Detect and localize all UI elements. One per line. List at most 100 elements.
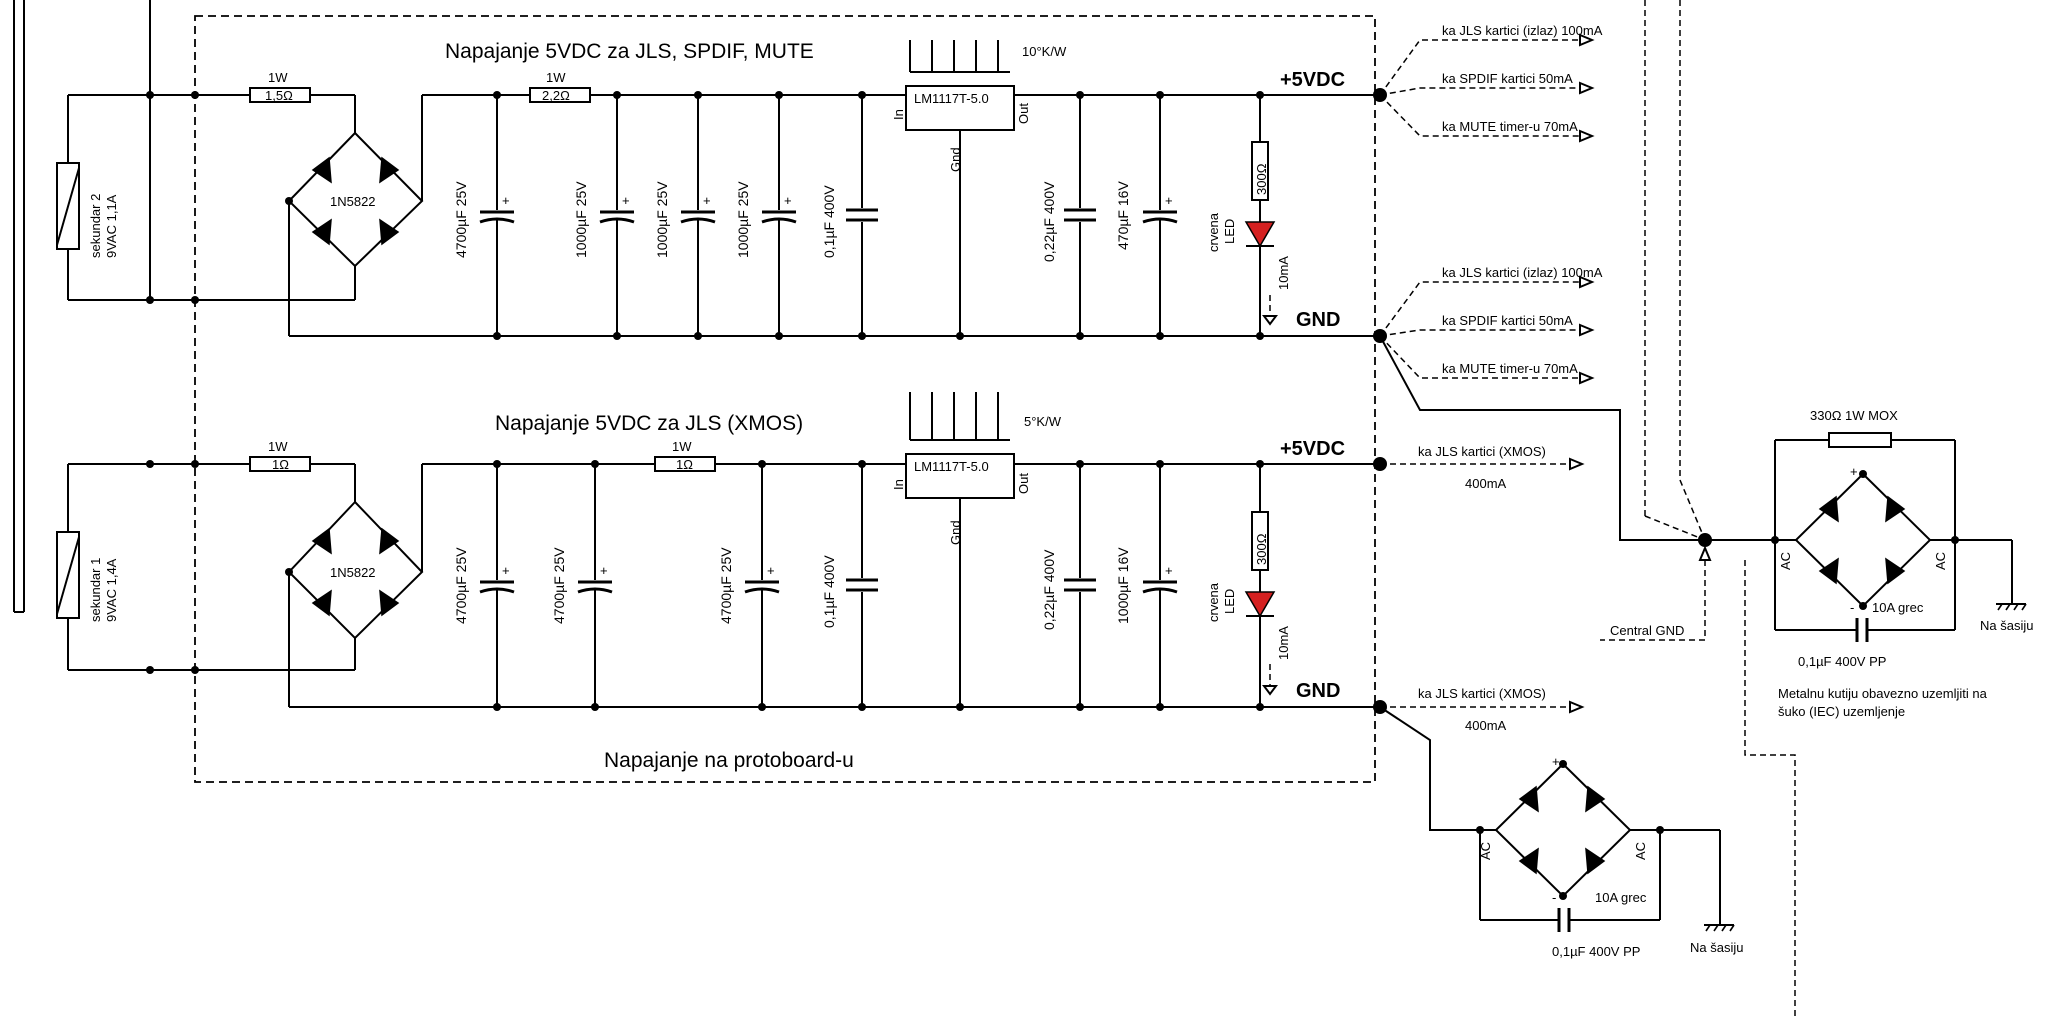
svg-text:0,1µF 400V: 0,1µF 400V <box>821 555 837 628</box>
caps-input-2: + 4700µF 25V + 4700µF 25V + 4700µF 25V 0… <box>453 464 878 707</box>
svg-text:1000µF 25V: 1000µF 25V <box>573 181 589 258</box>
svg-text:In: In <box>891 479 906 490</box>
loads-plus-1: ka JLS kartici (izlaz) 100mA ka SPDIF ka… <box>1379 23 1603 143</box>
svg-text:ka JLS kartici (XMOS): ka JLS kartici (XMOS) <box>1418 686 1546 701</box>
power-block-1: Napajanje 5VDC za JLS, SPDIF, MUTE sekun… <box>56 40 1380 337</box>
svg-text:sekundar 2: sekundar 2 <box>88 194 103 258</box>
svg-text:1000µF 16V: 1000µF 16V <box>1115 547 1131 624</box>
svg-text:+: + <box>600 563 608 578</box>
resistor-in-2-power: 1W <box>268 439 288 454</box>
caps-output-1: 0,22µF 400V + 470µF 16V <box>1041 95 1178 336</box>
svg-text:AC: AC <box>1633 842 1648 860</box>
svg-text:9VAC 1,4A: 9VAC 1,4A <box>104 558 119 622</box>
svg-text:4700µF 25V: 4700µF 25V <box>453 181 469 258</box>
svg-text:0,1µF 400V: 0,1µF 400V <box>821 185 837 258</box>
secondary-2-label: sekundar 2 9VAC 1,1A <box>88 194 119 258</box>
svg-text:0,22µF 400V: 0,22µF 400V <box>1041 549 1057 630</box>
resistor-in-2-value: 1Ω <box>272 457 289 472</box>
regulator-1: LM1117T-5.0 In Out Gnd 10°K/W <box>891 40 1067 172</box>
svg-text:10A grec: 10A grec <box>1872 600 1924 615</box>
svg-text:crvena: crvena <box>1206 212 1221 252</box>
ground-bridge-xmos: + - AC AC 10A grec 0,1µF 400V PP Na šasi… <box>1379 706 1743 959</box>
svg-text:LM1117T-5.0: LM1117T-5.0 <box>914 459 989 474</box>
svg-text:ka SPDIF kartici 50mA: ka SPDIF kartici 50mA <box>1442 71 1573 86</box>
svg-text:sekundar 1: sekundar 1 <box>88 558 103 622</box>
central-gnd: Central GND <box>1379 0 1796 1016</box>
resistor-mid-2-value: 1Ω <box>676 457 693 472</box>
svg-text:Central GND: Central GND <box>1610 623 1684 638</box>
svg-text:400mA: 400mA <box>1465 476 1507 491</box>
svg-text:4700µF 25V: 4700µF 25V <box>718 547 734 624</box>
svg-text:10mA: 10mA <box>1276 626 1291 660</box>
svg-text:1N5822: 1N5822 <box>330 565 376 580</box>
bridge-rectifier-2: 1N5822 <box>287 464 1380 708</box>
svg-text:AC: AC <box>1778 552 1793 570</box>
caps-input-1: + 4700µF 25V + 1000µF 25V + 1000µF 25V +… <box>453 95 878 336</box>
svg-text:1000µF 25V: 1000µF 25V <box>735 181 751 258</box>
svg-text:+: + <box>622 193 630 208</box>
svg-text:400mA: 400mA <box>1465 718 1507 733</box>
loads-xmos: ka JLS kartici (XMOS) 400mA ka JLS karti… <box>1380 444 1585 733</box>
svg-text:šuko (IEC) uzemljenje: šuko (IEC) uzemljenje <box>1778 704 1905 719</box>
svg-text:330Ω 1W MOX: 330Ω 1W MOX <box>1810 408 1898 423</box>
svg-text:0,1µF 400V PP: 0,1µF 400V PP <box>1552 944 1640 959</box>
svg-text:4700µF 25V: 4700µF 25V <box>453 547 469 624</box>
svg-text:ka JLS kartici (izlaz) 100mA: ka JLS kartici (izlaz) 100mA <box>1442 265 1603 280</box>
svg-text:-: - <box>1850 600 1854 615</box>
svg-text:LED: LED <box>1222 219 1237 244</box>
svg-text:5°K/W: 5°K/W <box>1024 414 1062 429</box>
svg-text:LED: LED <box>1222 589 1237 614</box>
svg-text:LM1117T-5.0: LM1117T-5.0 <box>914 91 989 106</box>
svg-text:ka JLS kartici (XMOS): ka JLS kartici (XMOS) <box>1418 444 1546 459</box>
block2-rail-plus: +5VDC <box>1280 438 1345 460</box>
svg-text:0,1µF 400V PP: 0,1µF 400V PP <box>1798 654 1886 669</box>
svg-text:300Ω: 300Ω <box>1254 163 1269 195</box>
svg-text:ka SPDIF kartici 50mA: ka SPDIF kartici 50mA <box>1442 313 1573 328</box>
svg-text:9VAC 1,1A: 9VAC 1,1A <box>104 194 119 258</box>
svg-text:1000µF 25V: 1000µF 25V <box>654 181 670 258</box>
svg-text:crvena: crvena <box>1206 582 1221 622</box>
resistor-in-1-power: 1W <box>268 70 288 85</box>
block1-rail-gnd: GND <box>1296 309 1340 331</box>
svg-text:AC: AC <box>1933 552 1948 570</box>
ground-bridge-main: 330Ω 1W MOX + - AC AC 10A grec 0,1µF 400… <box>1771 408 2033 719</box>
svg-text:ka MUTE timer-u 70mA: ka MUTE timer-u 70mA <box>1442 361 1578 376</box>
svg-text:ka JLS kartici (izlaz) 100mA: ka JLS kartici (izlaz) 100mA <box>1442 23 1603 38</box>
svg-text:Na šasiju: Na šasiju <box>1980 618 2033 633</box>
resistor-mid-2-power: 1W <box>672 439 692 454</box>
svg-text:+: + <box>502 563 510 578</box>
block2-title: Napajanje 5VDC za JLS (XMOS) <box>495 412 803 435</box>
svg-text:+: + <box>1552 754 1560 769</box>
svg-text:+: + <box>502 193 510 208</box>
loads-gnd-1: ka JLS kartici (izlaz) 100mA ka SPDIF ka… <box>1379 265 1603 385</box>
led-branch-2: 300Ω crvena LED 10mA <box>1206 464 1291 707</box>
block2-rail-gnd: GND <box>1296 680 1340 702</box>
svg-text:+: + <box>784 193 792 208</box>
svg-text:Na šasiju: Na šasiju <box>1690 940 1743 955</box>
block1-rail-plus: +5VDC <box>1280 69 1345 91</box>
power-block-2: Napajanje 5VDC za JLS (XMOS) sekundar 1 … <box>56 392 1380 708</box>
protoboard-label: Napajanje na protoboard-u <box>604 749 854 772</box>
protoboard-border <box>194 15 1376 783</box>
transformer-edge <box>13 0 151 613</box>
bridge-rectifier-1: 1N5822 <box>287 95 1380 337</box>
svg-text:10A grec: 10A grec <box>1595 890 1647 905</box>
svg-text:Metalnu kutiju obavezno uzeml: Metalnu kutiju obavezno uzemljiti na <box>1778 686 1988 701</box>
svg-text:300Ω: 300Ω <box>1254 533 1269 565</box>
resistor-mid-1-value: 2,2Ω <box>542 88 570 103</box>
secondary-1-label: sekundar 1 9VAC 1,4A <box>88 558 119 622</box>
svg-text:4700µF 25V: 4700µF 25V <box>551 547 567 624</box>
svg-text:10°K/W: 10°K/W <box>1022 44 1067 59</box>
svg-text:-: - <box>1552 890 1556 905</box>
svg-text:In: In <box>891 109 906 120</box>
svg-text:1N5822: 1N5822 <box>330 194 376 209</box>
resistor-in-1-value: 1,5Ω <box>265 88 293 103</box>
svg-text:0,22µF 400V: 0,22µF 400V <box>1041 181 1057 262</box>
regulator-2: LM1117T-5.0 In Out Gnd 5°K/W <box>891 392 1062 545</box>
svg-text:+: + <box>1165 193 1173 208</box>
svg-text:+: + <box>1165 563 1173 578</box>
resistor-mid-1-power: 1W <box>546 70 566 85</box>
svg-text:ka MUTE timer-u 70mA: ka MUTE timer-u 70mA <box>1442 119 1578 134</box>
svg-text:+: + <box>1850 464 1858 479</box>
